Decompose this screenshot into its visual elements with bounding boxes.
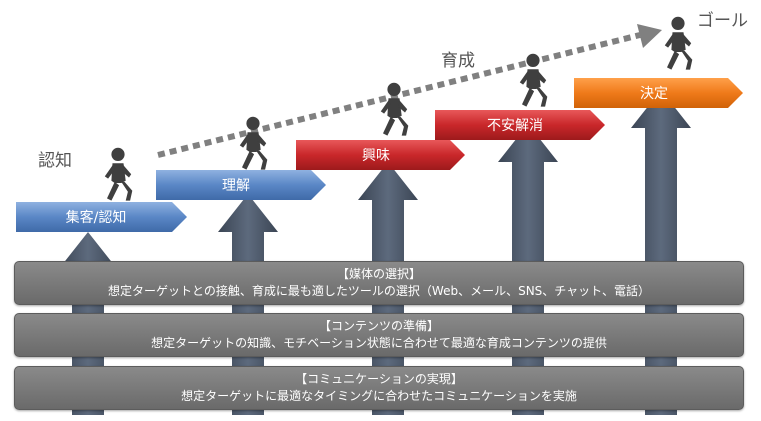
step-label-5: 決定 [640, 86, 668, 102]
step-shapes [16, 78, 743, 232]
band-media-selection: 【媒体の選択】 想定ターゲットとの接触、育成に最も適したツールの選択（Web、メ… [14, 261, 744, 305]
step-label-2: 理解 [222, 178, 250, 194]
band-text: 想定ターゲットとの接触、育成に最も適したツールの選択（Web、メール、SNS、チ… [108, 284, 650, 298]
band-title: 【コミュニケーションの実現】 [295, 372, 463, 386]
step-shape-2 [156, 170, 326, 200]
growth-dotted-arrow [157, 24, 662, 158]
band-title: 【コンテンツの準備】 [318, 319, 439, 333]
band-text: 想定ターゲットに最適なタイミングに合わせたコミュニケーションを実施 [181, 389, 577, 403]
step-shape-5 [574, 78, 743, 108]
step-label-1: 集客/認知 [65, 210, 127, 226]
walker-icon-2 [239, 116, 268, 170]
walker-icon-5 [664, 16, 693, 70]
walker-icon-1 [104, 147, 133, 201]
growth-label: 育成 [441, 51, 475, 71]
awareness-label: 認知 [38, 151, 72, 171]
step-shape-1 [16, 202, 187, 232]
band-communication: 【コミュニケーションの実現】 想定ターゲットに最適なタイミングに合わせたコミュニ… [14, 366, 744, 410]
step-shape-4 [435, 110, 605, 140]
step-shape-3 [296, 140, 465, 170]
band-content-preparation: 【コンテンツの準備】 想定ターゲットの知識、モチベーション状態に合わせて最適な育… [14, 313, 744, 357]
goal-label: ゴール [697, 11, 748, 31]
step-label-3: 興味 [362, 148, 390, 164]
band-text: 想定ターゲットの知識、モチベーション状態に合わせて最適な育成コンテンツの提供 [151, 336, 607, 350]
step-label-4: 不安解消 [487, 118, 543, 134]
band-title: 【媒体の選択】 [336, 267, 421, 281]
